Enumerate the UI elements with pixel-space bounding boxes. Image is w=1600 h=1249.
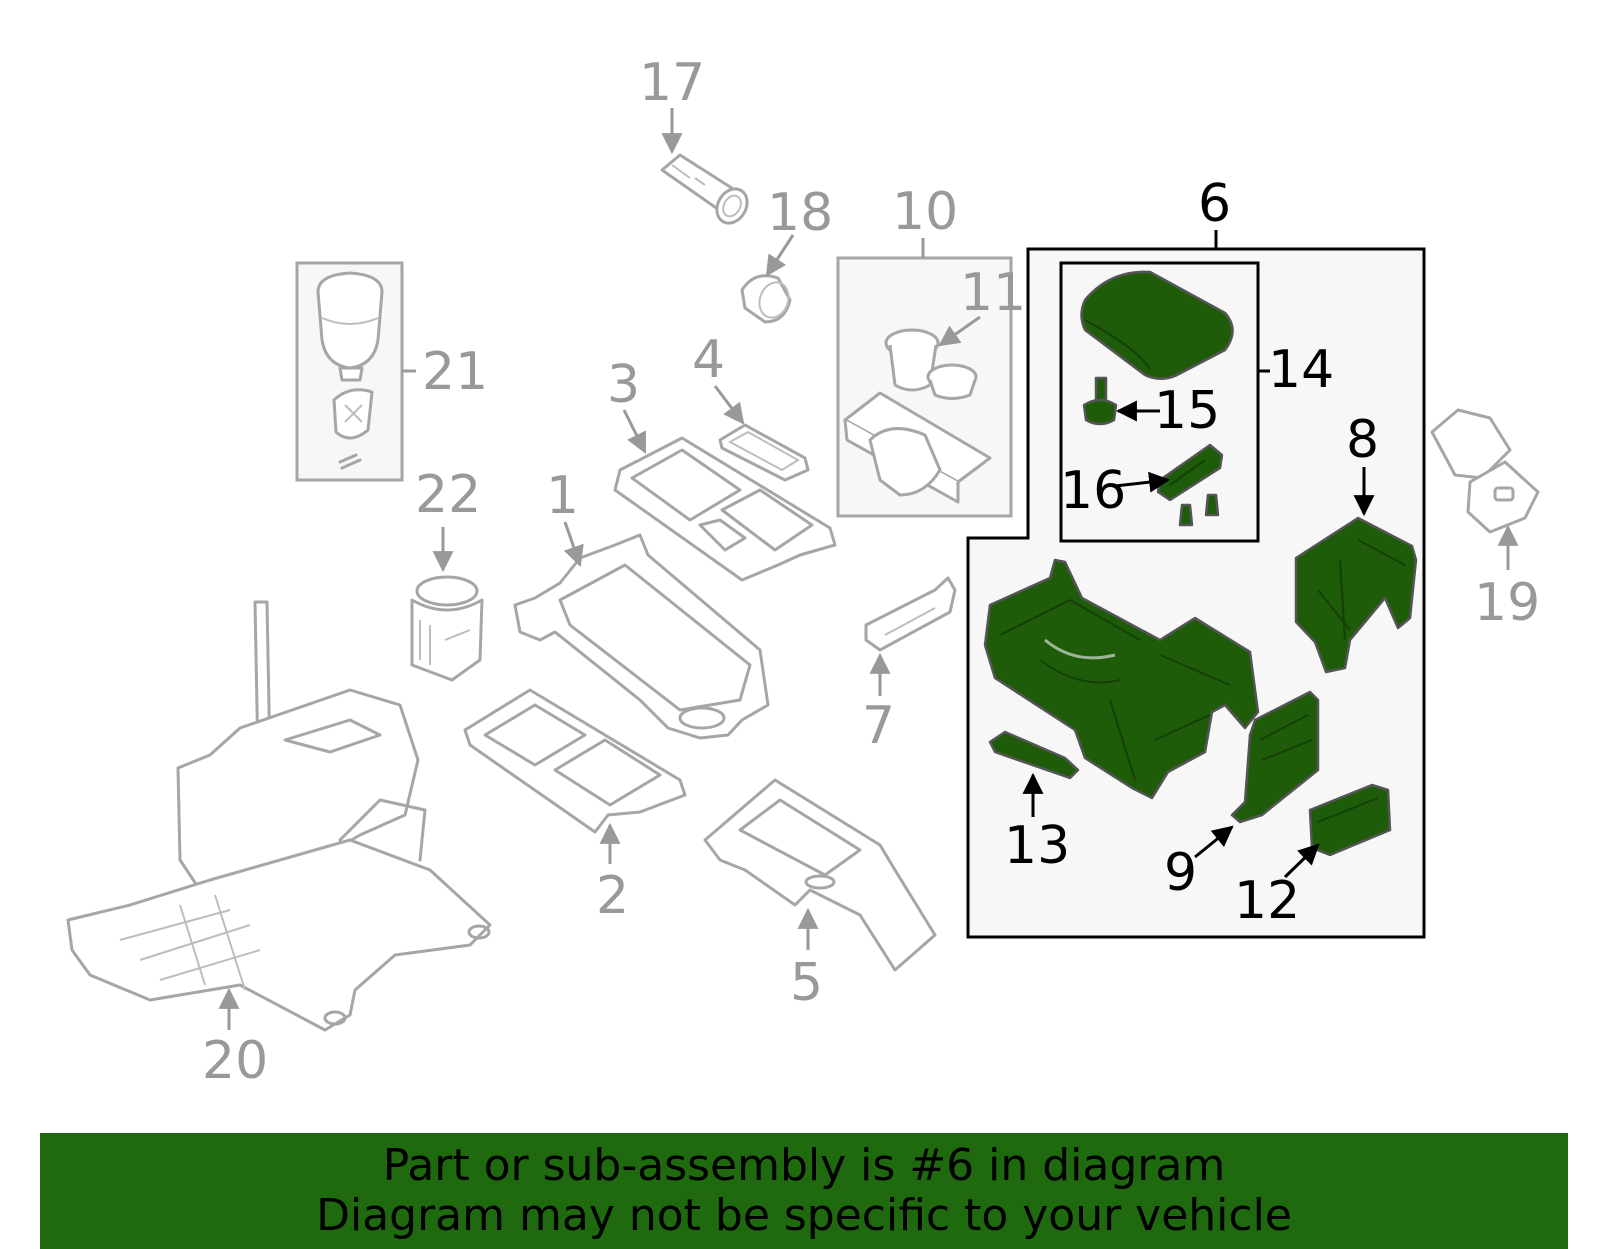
part-5 bbox=[703, 778, 937, 972]
part-17 bbox=[660, 153, 749, 225]
callout-10[interactable]: 10 bbox=[892, 182, 958, 242]
part-2 bbox=[463, 688, 687, 834]
part-22 bbox=[410, 575, 484, 682]
part-6-group bbox=[966, 230, 1426, 939]
part-3 bbox=[613, 436, 837, 582]
callout-17[interactable]: 17 bbox=[639, 53, 705, 113]
part-18 bbox=[740, 274, 792, 324]
callout-5[interactable]: 5 bbox=[790, 953, 823, 1013]
callout-21[interactable]: 21 bbox=[422, 342, 488, 402]
callout-13[interactable]: 13 bbox=[1004, 816, 1070, 876]
callout-7[interactable]: 7 bbox=[862, 696, 895, 756]
part-10-group bbox=[836, 238, 1013, 518]
callout-20[interactable]: 20 bbox=[202, 1031, 268, 1091]
callout-3[interactable]: 3 bbox=[607, 355, 640, 415]
callout-15[interactable]: 15 bbox=[1154, 381, 1220, 441]
part-20 bbox=[66, 600, 492, 1032]
callout-4[interactable]: 4 bbox=[692, 330, 725, 390]
part-4 bbox=[718, 423, 810, 482]
part-21-group bbox=[295, 261, 416, 482]
info-banner: Part or sub-assembly is #6 in diagram Di… bbox=[40, 1133, 1568, 1249]
callout-9[interactable]: 9 bbox=[1164, 843, 1197, 903]
callout-1[interactable]: 1 bbox=[546, 466, 579, 526]
callout-8[interactable]: 8 bbox=[1346, 410, 1379, 470]
callout-22[interactable]: 22 bbox=[415, 465, 481, 525]
callout-labels: 1 2 3 4 5 6 7 8 9 10 11 12 13 14 15 16 1… bbox=[202, 53, 1540, 1091]
callout-19[interactable]: 19 bbox=[1474, 573, 1540, 633]
callout-12[interactable]: 12 bbox=[1234, 871, 1300, 931]
banner-line-2: Diagram may not be specific to your vehi… bbox=[316, 1190, 1292, 1241]
banner-line-1: Part or sub-assembly is #6 in diagram bbox=[382, 1140, 1226, 1191]
callout-18[interactable]: 18 bbox=[767, 183, 833, 243]
leader-arrows bbox=[218, 108, 1519, 1030]
part-7 bbox=[864, 576, 957, 652]
callout-11[interactable]: 11 bbox=[960, 263, 1026, 323]
callout-14[interactable]: 14 bbox=[1268, 340, 1334, 400]
callout-16[interactable]: 16 bbox=[1060, 461, 1126, 521]
callout-2[interactable]: 2 bbox=[596, 866, 629, 926]
callout-6[interactable]: 6 bbox=[1198, 174, 1231, 234]
part-19 bbox=[1430, 408, 1540, 534]
